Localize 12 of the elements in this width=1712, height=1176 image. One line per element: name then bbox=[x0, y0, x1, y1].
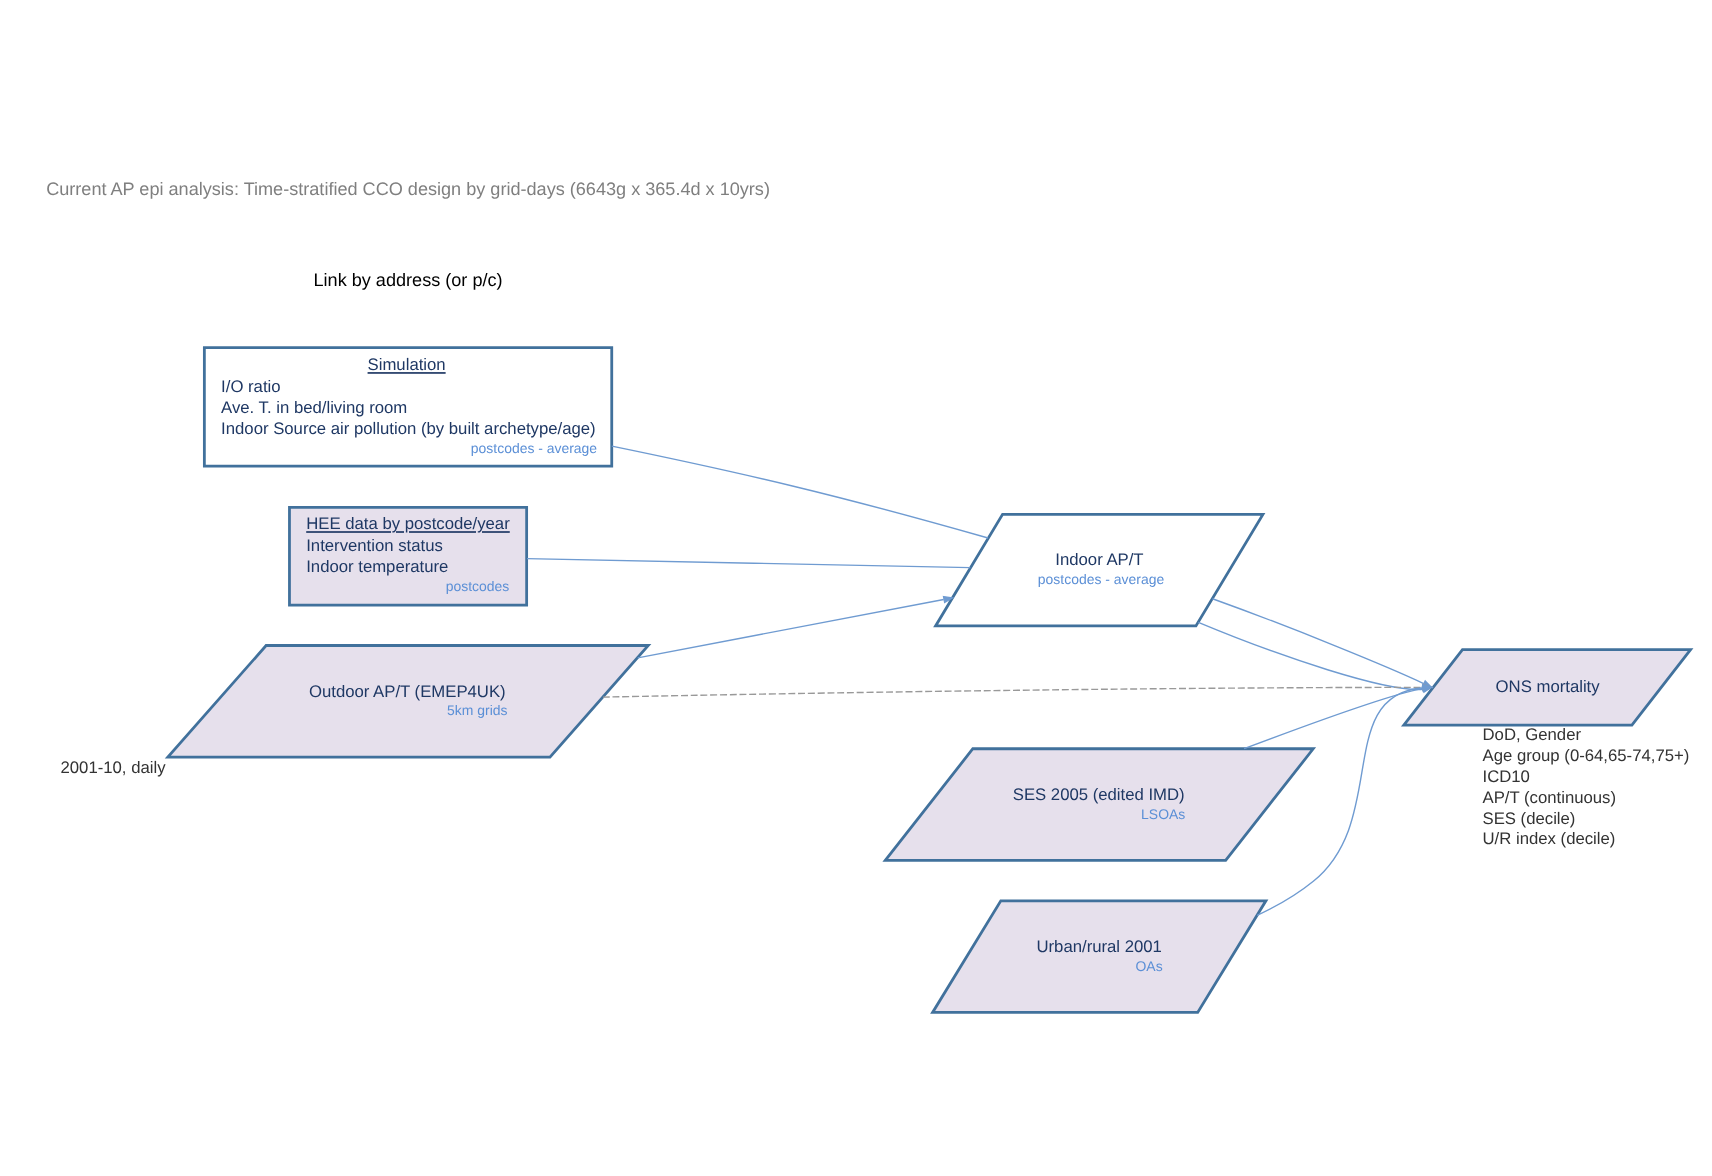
node-label: AP/T (continuous) bbox=[1482, 785, 1617, 806]
node-label: U/R index (decile) bbox=[1482, 827, 1616, 848]
label: Link by address (or p/c) bbox=[313, 269, 503, 290]
arrow bbox=[637, 594, 955, 658]
node-label: 2001-10, daily bbox=[60, 755, 166, 776]
node-label: Age group (0-64,65-74,75+) bbox=[1482, 743, 1690, 764]
node-label: SES (decile) bbox=[1482, 806, 1576, 827]
label: Current AP epi analysis: Time-stratified CCO design by grid-days (6643g x 365.4d x 10yrs) bbox=[46, 178, 770, 199]
node-label: ICD10 bbox=[1482, 764, 1530, 785]
connector bbox=[611, 444, 989, 538]
connector bbox=[526, 556, 971, 568]
node-label: DoD, Gender bbox=[1482, 722, 1582, 743]
